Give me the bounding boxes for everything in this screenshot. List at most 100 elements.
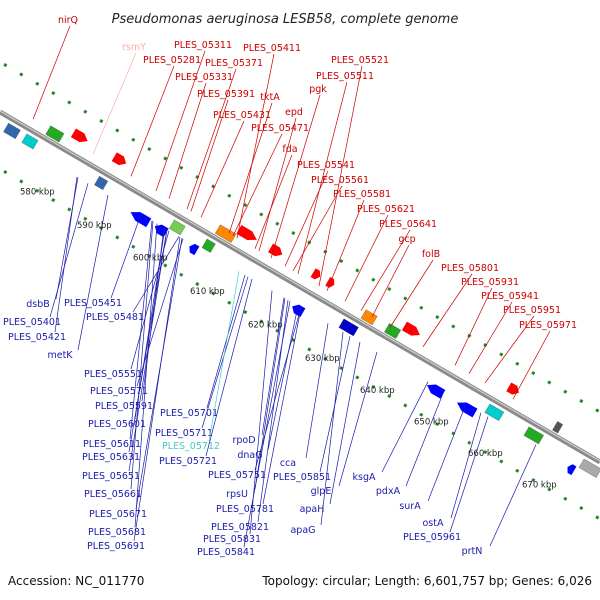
kbp-label: 610 kbp	[190, 287, 225, 297]
gene-block	[578, 458, 600, 478]
kbp-label: 580 kbp	[20, 188, 55, 198]
tick-bottom	[435, 422, 440, 427]
top-gene-label: PLES_05281	[143, 55, 201, 66]
bottom-gene-label: surA	[399, 501, 421, 512]
top-gene-label: PLES_05541	[297, 160, 355, 171]
tick-top	[355, 268, 360, 273]
bottom-gene-label: dnaG	[237, 450, 262, 461]
label-leader	[236, 53, 275, 239]
label-leader	[284, 170, 329, 267]
tick-bottom	[211, 291, 216, 296]
label-leader	[262, 307, 302, 505]
tick-top	[147, 147, 152, 152]
tick-bottom	[483, 450, 488, 455]
label-leader	[468, 301, 513, 374]
feature	[189, 243, 200, 256]
label-leader	[228, 102, 273, 234]
top-gene-label: PLES_05951	[503, 305, 561, 316]
bottom-gene-label: PLES_05551	[84, 369, 142, 380]
gene-block	[201, 238, 216, 253]
bottom-gene-label: ksgA	[353, 472, 376, 483]
gene-block	[552, 421, 563, 434]
kbp-label: 620 kbp	[248, 321, 283, 331]
reverse-gene	[457, 402, 478, 418]
reverse-gene	[189, 243, 200, 256]
feature	[169, 219, 186, 236]
tick-top	[563, 389, 568, 394]
label-leader	[254, 154, 293, 249]
tick-top	[579, 399, 584, 404]
feature-blocks	[3, 122, 600, 478]
tick-bottom	[275, 328, 280, 333]
top-gene-label: fda	[282, 144, 297, 155]
label-leader	[110, 214, 142, 299]
tick-bottom	[243, 310, 248, 315]
label-leader	[186, 68, 237, 210]
label-leader	[371, 244, 410, 318]
gene-block	[3, 122, 21, 140]
top-gene-label: PLES_05371	[205, 58, 263, 69]
tick-top	[595, 408, 600, 413]
gene-block	[384, 323, 402, 339]
label-leader	[92, 52, 137, 155]
kbp-label: 670 kbp	[522, 481, 557, 491]
bottom-gene-label: PLES_05671	[89, 509, 147, 520]
tick-top	[259, 212, 264, 217]
top-gene-label: rsmY	[122, 42, 146, 53]
label-leader	[454, 287, 493, 366]
bottom-gene-label: rpsU	[226, 489, 248, 500]
feature	[578, 458, 600, 478]
tick-top	[3, 63, 8, 68]
tick-bottom	[51, 198, 56, 203]
bottom-gene-label: pdxA	[376, 486, 401, 497]
tick-top	[339, 259, 344, 264]
forward-gene	[236, 225, 257, 240]
label-leader	[489, 444, 537, 547]
genome-backbone-shine	[0, 110, 600, 462]
reverse-gene	[154, 224, 169, 238]
label-leader	[292, 185, 343, 272]
label-leader	[389, 259, 434, 328]
bottom-gene-label: PLES_05571	[90, 386, 148, 397]
feature	[236, 225, 257, 240]
label-leader	[270, 94, 321, 259]
tick-top	[275, 221, 280, 226]
tick-top	[403, 296, 408, 301]
tick-top	[419, 305, 424, 310]
top-gene-label: PLES_05641	[379, 219, 437, 230]
tick-top	[115, 128, 120, 133]
reverse-gene	[292, 304, 306, 318]
bottom-gene-label: PLES_05421	[8, 332, 66, 343]
accession-text: Accession: NC_011770	[8, 574, 144, 588]
bottom-gene-label: PLES_05451	[64, 298, 122, 309]
tick-bottom	[67, 207, 72, 212]
label-leader	[422, 273, 473, 347]
top-gene-label: PLES_05391	[197, 89, 255, 100]
tick-bottom	[547, 487, 552, 492]
bottom-gene-label: dsbB	[26, 299, 50, 310]
label-leader	[512, 330, 551, 400]
kbp-label: 590 kbp	[77, 221, 112, 231]
bottom-gene-label: PLES_05821	[211, 522, 269, 533]
feature	[130, 212, 152, 228]
label-leader	[130, 65, 175, 177]
gene-block	[21, 133, 39, 150]
label-leader	[243, 301, 291, 548]
label-leader	[205, 278, 253, 457]
forward-gene	[111, 152, 127, 166]
kbp-label: 640 kbp	[360, 386, 395, 396]
tick-bottom	[227, 300, 232, 305]
label-leader	[344, 214, 389, 302]
bottom-gene-label: rpoD	[232, 435, 255, 446]
tick-bottom	[179, 272, 184, 277]
label-leader	[49, 183, 89, 318]
bottom-gene-label: PLES_05651	[82, 471, 140, 482]
feature	[384, 323, 402, 339]
bottom-gene-label: PLES_05661	[84, 489, 142, 500]
tick-top	[547, 380, 552, 385]
label-leader	[254, 298, 286, 490]
bottom-gene-label: PLES_05401	[3, 317, 61, 328]
top-gene-label: pgk	[309, 84, 327, 95]
tick-top	[435, 315, 440, 320]
